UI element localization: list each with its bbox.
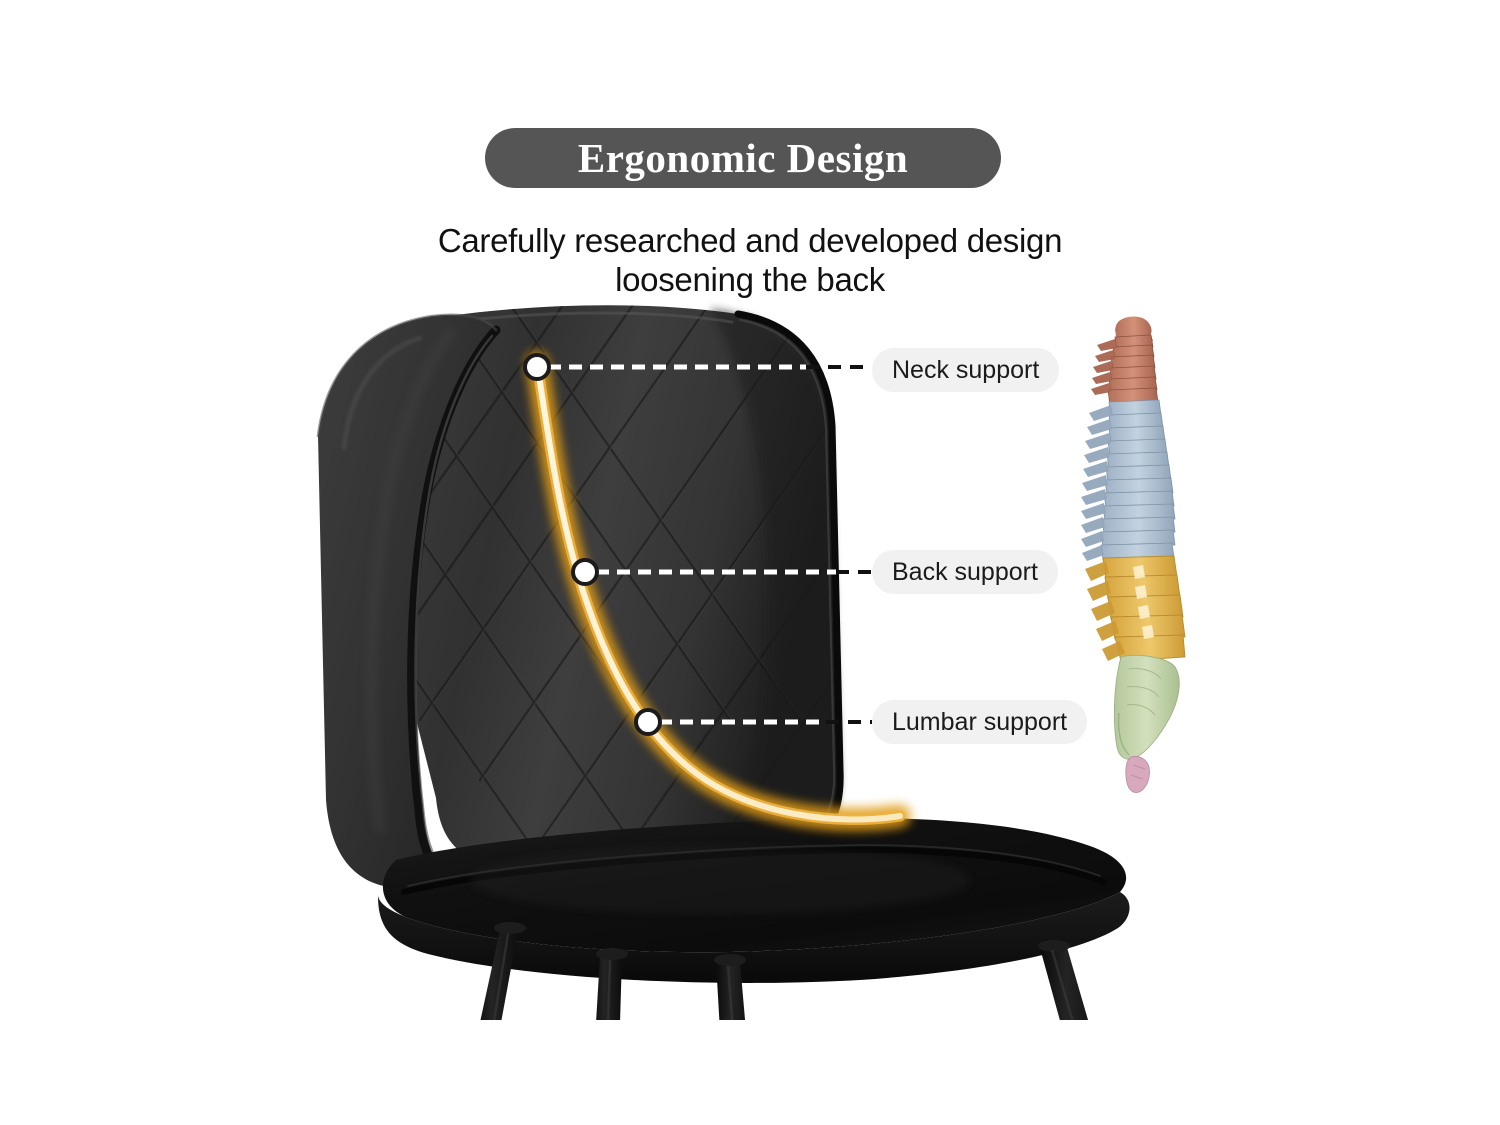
spine-coccyx bbox=[1125, 756, 1150, 793]
spine-sacrum bbox=[1113, 655, 1180, 760]
chair-photo bbox=[300, 300, 1180, 1020]
page-title: Ergonomic Design bbox=[577, 134, 909, 181]
spine-lumbar bbox=[1085, 555, 1186, 662]
lumbar-support-curve bbox=[528, 353, 909, 828]
chair-legs bbox=[480, 922, 1089, 1020]
spine-illustration bbox=[1075, 305, 1200, 800]
subtitle: Carefully researched and developed desig… bbox=[250, 222, 1250, 299]
page-title-badge: Ergonomic Design bbox=[485, 128, 1001, 188]
subtitle-line-2: loosening the back bbox=[615, 260, 885, 298]
callout-label-back-text: Back support bbox=[892, 557, 1038, 586]
spine-thoracic bbox=[1081, 399, 1176, 561]
subtitle-line-1: Carefully researched and developed desig… bbox=[437, 222, 1063, 259]
spine-cervical bbox=[1091, 316, 1159, 406]
callout-label-neck: Neck support bbox=[872, 348, 1060, 392]
callout-label-neck-text: Neck support bbox=[892, 355, 1040, 384]
chair-seat bbox=[378, 818, 1130, 983]
callout-label-lumbar-text: Lumbar support bbox=[892, 707, 1068, 736]
callout-label-back: Back support bbox=[872, 550, 1058, 594]
callout-label-lumbar: Lumbar support bbox=[872, 700, 1088, 744]
chair-wing-left bbox=[316, 313, 501, 889]
